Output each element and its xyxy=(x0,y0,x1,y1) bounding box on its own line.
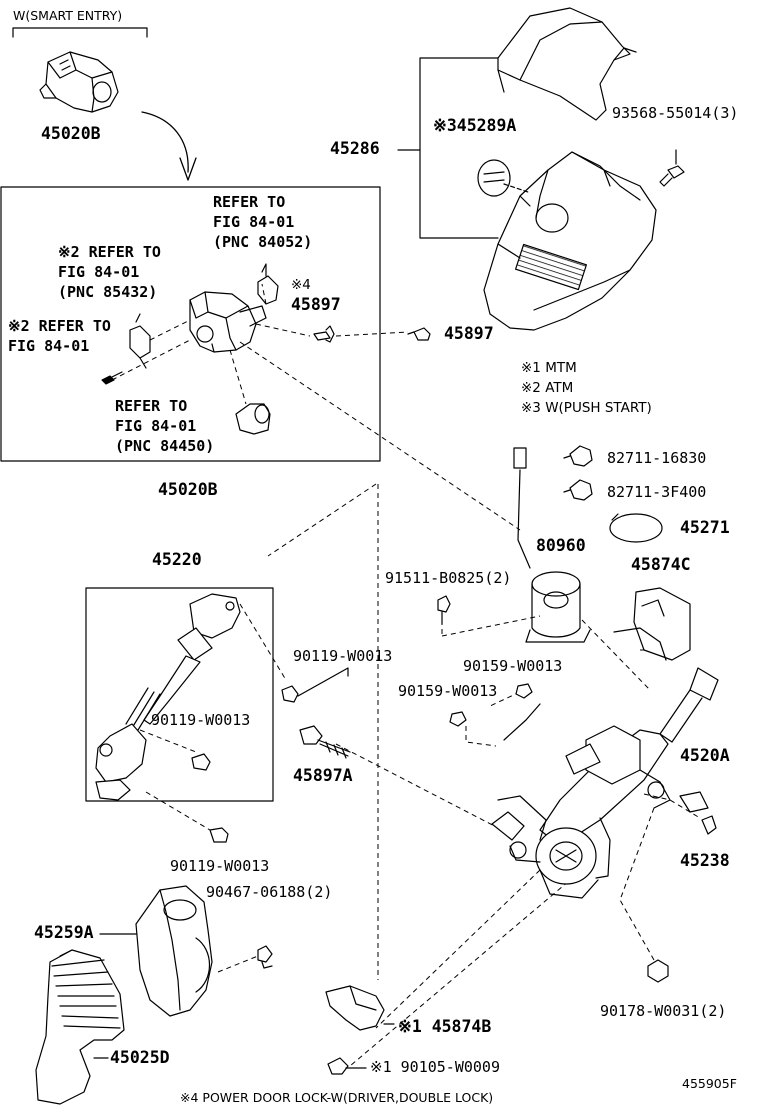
refer-fig-84-01-pnc-84450[interactable]: REFER TO FIG 84-01 (PNC 84450) xyxy=(115,397,215,455)
part-45897a[interactable]: 45897A xyxy=(293,766,353,785)
figure-id: 455905F xyxy=(682,1076,737,1091)
ignition-switch-smart-entry xyxy=(39,51,119,113)
part-45289a[interactable]: ※345289A xyxy=(433,116,517,135)
part-45897-outer[interactable]: 45897 xyxy=(444,324,494,343)
smart-entry-title: W(SMART ENTRY) xyxy=(13,8,123,23)
curved-arrow xyxy=(141,111,189,173)
refer-fig-84-01-pnc-84052[interactable]: REFER TO FIG 84-01 (PNC 84052) xyxy=(213,193,313,251)
part-90178-w0031[interactable]: 90178-W0031(2) xyxy=(600,1002,727,1020)
part-45286[interactable]: 45286 xyxy=(330,139,380,158)
refer-fig-84-01-left[interactable]: ※2 REFER TO FIG 84-01 xyxy=(8,317,111,355)
part-45271[interactable]: 45271 xyxy=(680,518,730,537)
part-45874b[interactable]: ※1 45874B xyxy=(398,1017,492,1036)
part-90105-w0009[interactable]: ※1 90105-W0009 xyxy=(370,1058,500,1076)
smart-entry-bracket xyxy=(12,27,148,38)
part-45238[interactable]: 45238 xyxy=(680,851,730,870)
part-90159-w0013-b[interactable]: 90159-W0013 xyxy=(398,682,498,700)
note-mark-4: ※4 xyxy=(291,277,311,293)
boot-cover-45259a xyxy=(135,885,213,1017)
part-82711-3f400[interactable]: 82711-3F400 xyxy=(607,483,707,501)
part-90119-w0013-a[interactable]: 90119-W0013 xyxy=(293,647,393,665)
bracket-45874c xyxy=(613,587,691,661)
footnote: ※4 POWER DOOR LOCK-W(DRIVER,DOUBLE LOCK) xyxy=(180,1090,494,1105)
part-91511-b0825[interactable]: 91511-B0825(2) xyxy=(385,569,512,587)
part-45020b-bottom[interactable]: 45020B xyxy=(158,480,218,499)
part-93568-55014[interactable]: 93568-55014(3) xyxy=(612,104,739,122)
part-90119-w0013-c[interactable]: 90119-W0013 xyxy=(170,857,270,875)
steering-column-4520a xyxy=(491,667,719,899)
intermediate-shaft xyxy=(95,593,241,801)
ignition-box xyxy=(0,186,381,462)
part-45897-inner[interactable]: 45897 xyxy=(291,295,341,314)
part-90467-06188[interactable]: 90467-06188(2) xyxy=(206,883,333,901)
part-45220[interactable]: 45220 xyxy=(152,550,202,569)
bracket-45286 xyxy=(419,57,499,239)
band-45271 xyxy=(609,513,663,543)
part-90119-w0013-b[interactable]: 90119-W0013 xyxy=(151,711,251,729)
clip-82711-3f400 xyxy=(569,479,593,501)
ignition-lock-assembly xyxy=(189,291,267,353)
part-45259a[interactable]: 45259A xyxy=(34,923,94,942)
intermediate-shaft-box xyxy=(85,587,274,802)
part-90159-w0013-a[interactable]: 90159-W0013 xyxy=(463,657,563,675)
part-45025d[interactable]: 45025D xyxy=(110,1048,170,1067)
note-3: ※3 W(PUSH START) xyxy=(521,400,652,416)
column-cover-lower xyxy=(483,151,657,331)
hole-cover-45025d xyxy=(35,949,125,1105)
plug-45289a xyxy=(477,159,511,197)
part-82711-16830[interactable]: 82711-16830 xyxy=(607,449,707,467)
part-45020b-top[interactable]: 45020B xyxy=(41,124,101,143)
part-4520a[interactable]: 4520A xyxy=(680,746,730,765)
clip-82711-16830 xyxy=(569,445,593,467)
note-1: ※1 MTM xyxy=(521,360,577,376)
part-80960[interactable]: 80960 xyxy=(536,536,586,555)
refer-fig-84-01-pnc-85432[interactable]: ※2 REFER TO FIG 84-01 (PNC 85432) xyxy=(58,243,161,301)
column-cover-upper xyxy=(497,7,637,121)
motor-80960 xyxy=(525,571,591,643)
bracket-45874b xyxy=(325,985,395,1031)
part-45874c[interactable]: 45874C xyxy=(631,555,691,574)
note-2: ※2 ATM xyxy=(521,380,574,396)
